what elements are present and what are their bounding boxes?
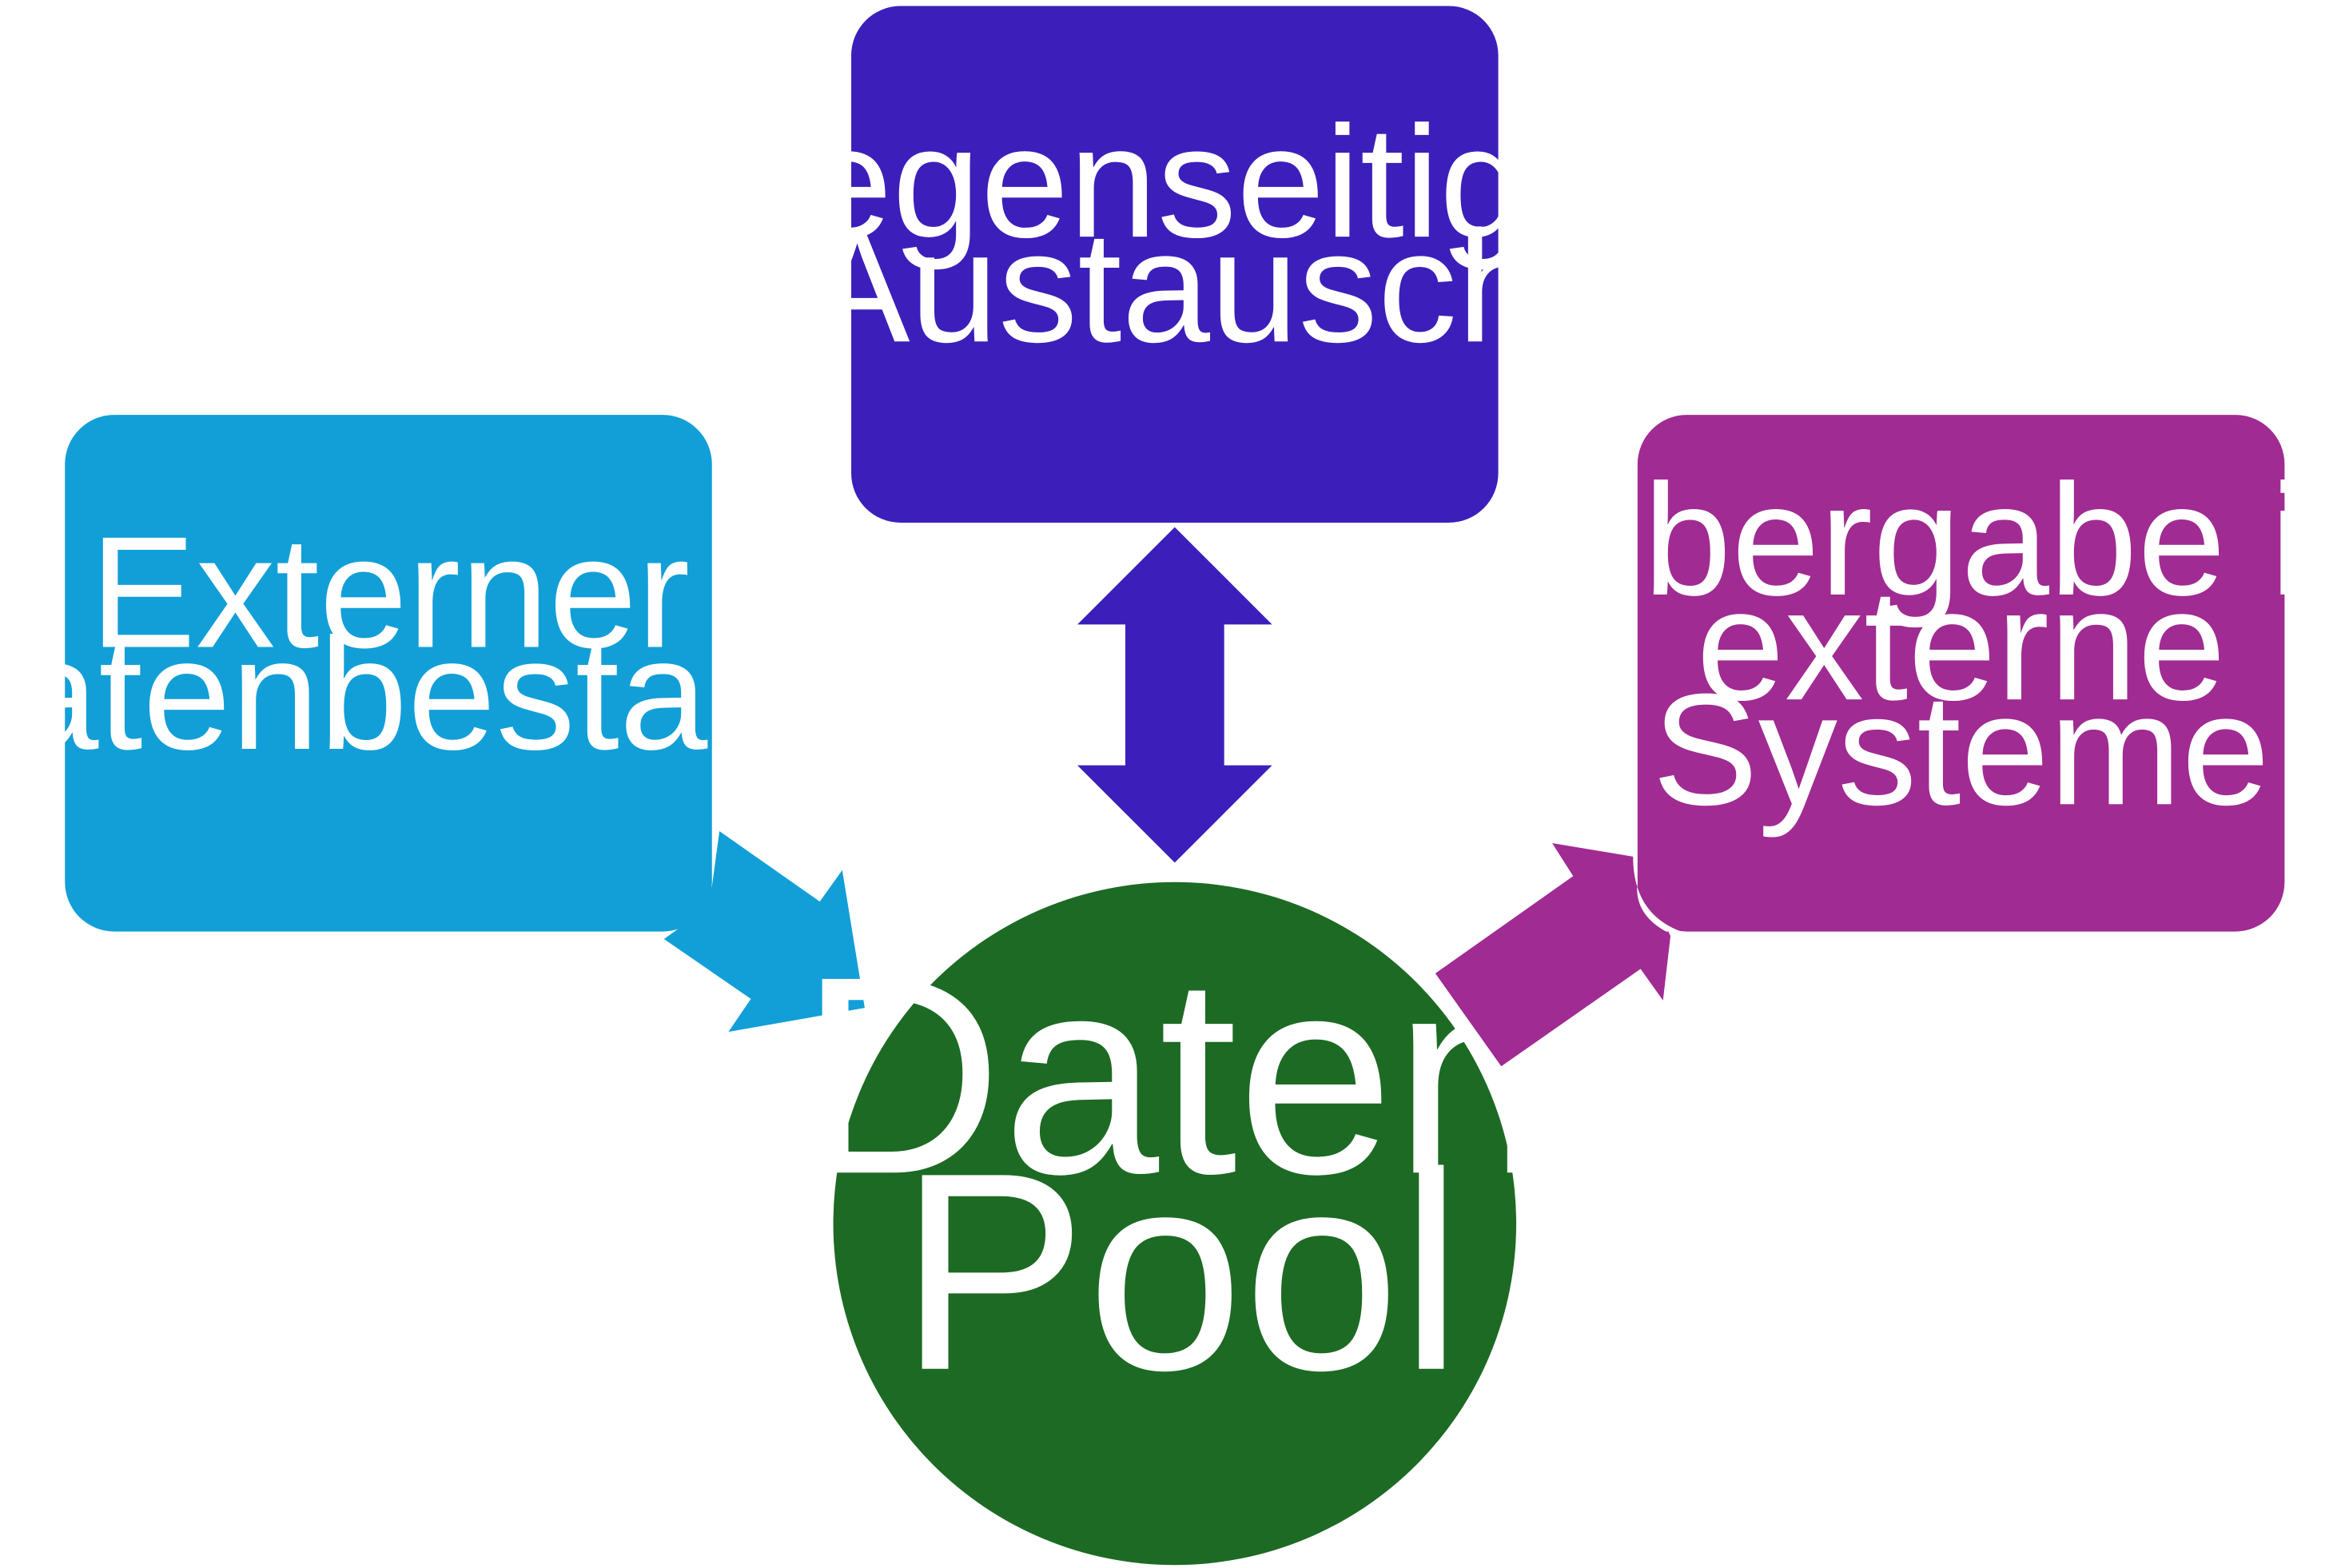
transfer-label-line-2: externe	[1696, 556, 2226, 734]
mutual-exchange-label-line-1: Gegenseitiger	[680, 94, 1669, 271]
transfer-box-shape	[1637, 415, 2285, 932]
inbound-arrow-icon	[663, 831, 865, 1033]
external-data-label-line-2: Datenbestand	[0, 606, 884, 783]
data-pool-label-line-2: Pool	[899, 1114, 1463, 1429]
transfer-box: Übergabe in externe Systeme	[1529, 415, 2345, 932]
mutual-exchange-label-line-2: Austausch	[804, 198, 1545, 376]
mutual-exchange-box-shape	[851, 6, 1499, 523]
transfer-label-line-1: Übergabe in	[1529, 452, 2345, 629]
external-data-box-shape	[65, 415, 712, 932]
data-pool-circle	[833, 882, 1517, 1566]
external-data-box: Externer Datenbestand	[0, 415, 884, 932]
data-pool-node: Daten Pool	[799, 882, 1551, 1566]
outbound-arrow-icon	[1435, 843, 1671, 1067]
mutual-exchange-box: Gegenseitiger Austausch	[680, 6, 1669, 523]
transfer-box-corner-notch	[1633, 856, 1682, 932]
bidirectional-arrow-icon	[1077, 527, 1272, 863]
data-pool-label-line-1: Daten	[799, 917, 1551, 1232]
external-data-label-line-1: Externer	[90, 504, 691, 682]
transfer-label-line-3: Systeme	[1652, 661, 2270, 838]
